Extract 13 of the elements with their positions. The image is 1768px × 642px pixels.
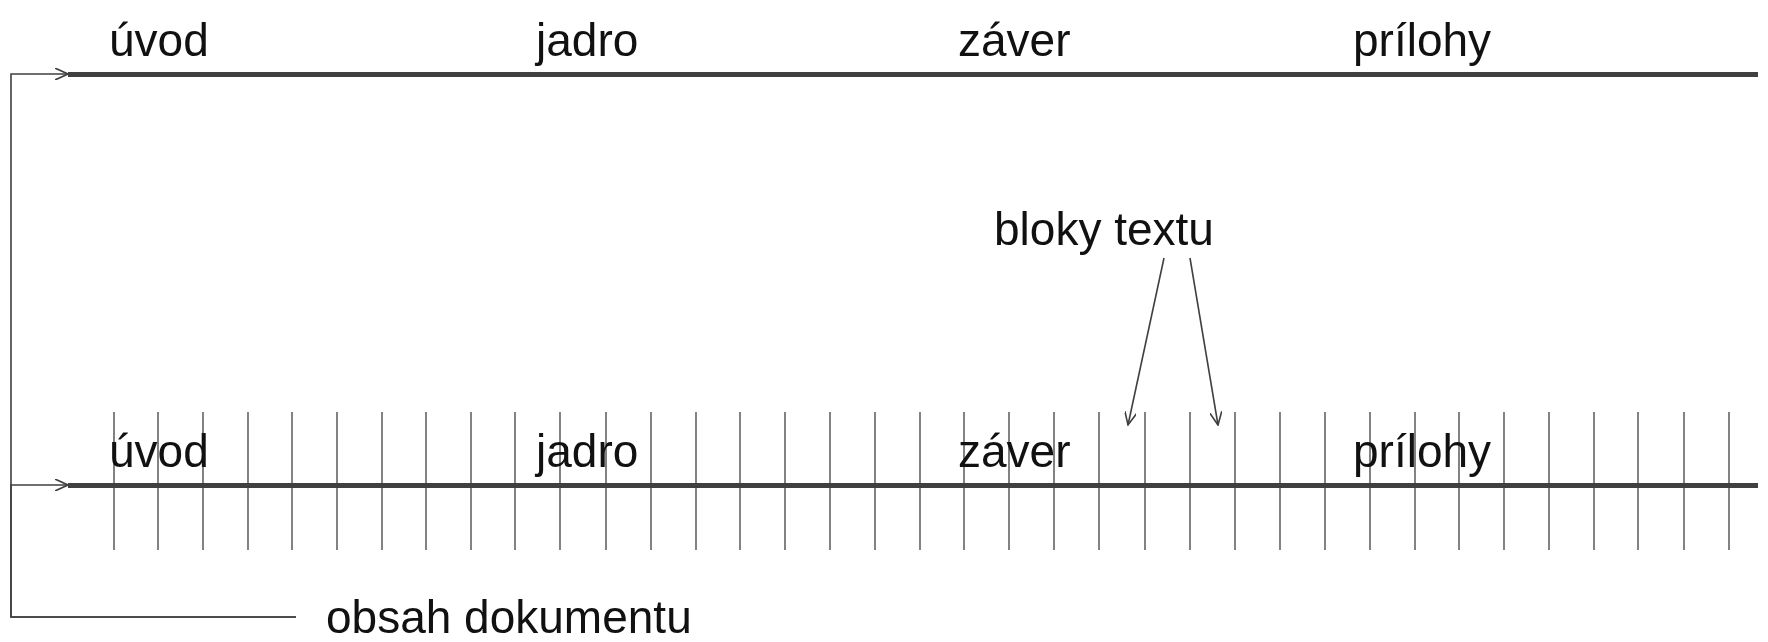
section-label: úvod (109, 425, 209, 477)
leader-arrow (1189, 257, 1223, 426)
section-label: jadro (536, 14, 639, 66)
section-label: prílohy (1353, 14, 1492, 66)
caption-text: obsah dokumentu (296, 594, 692, 640)
leader-arrow (1124, 257, 1165, 426)
caption-text: bloky textu (994, 206, 1214, 258)
bracket-arrow (10, 478, 297, 618)
section-label: záver (958, 425, 1071, 477)
section-label: prílohy (1353, 425, 1492, 477)
section-label: záver (958, 14, 1071, 66)
section-label: jadro (536, 425, 639, 477)
section-label: úvod (109, 14, 209, 66)
